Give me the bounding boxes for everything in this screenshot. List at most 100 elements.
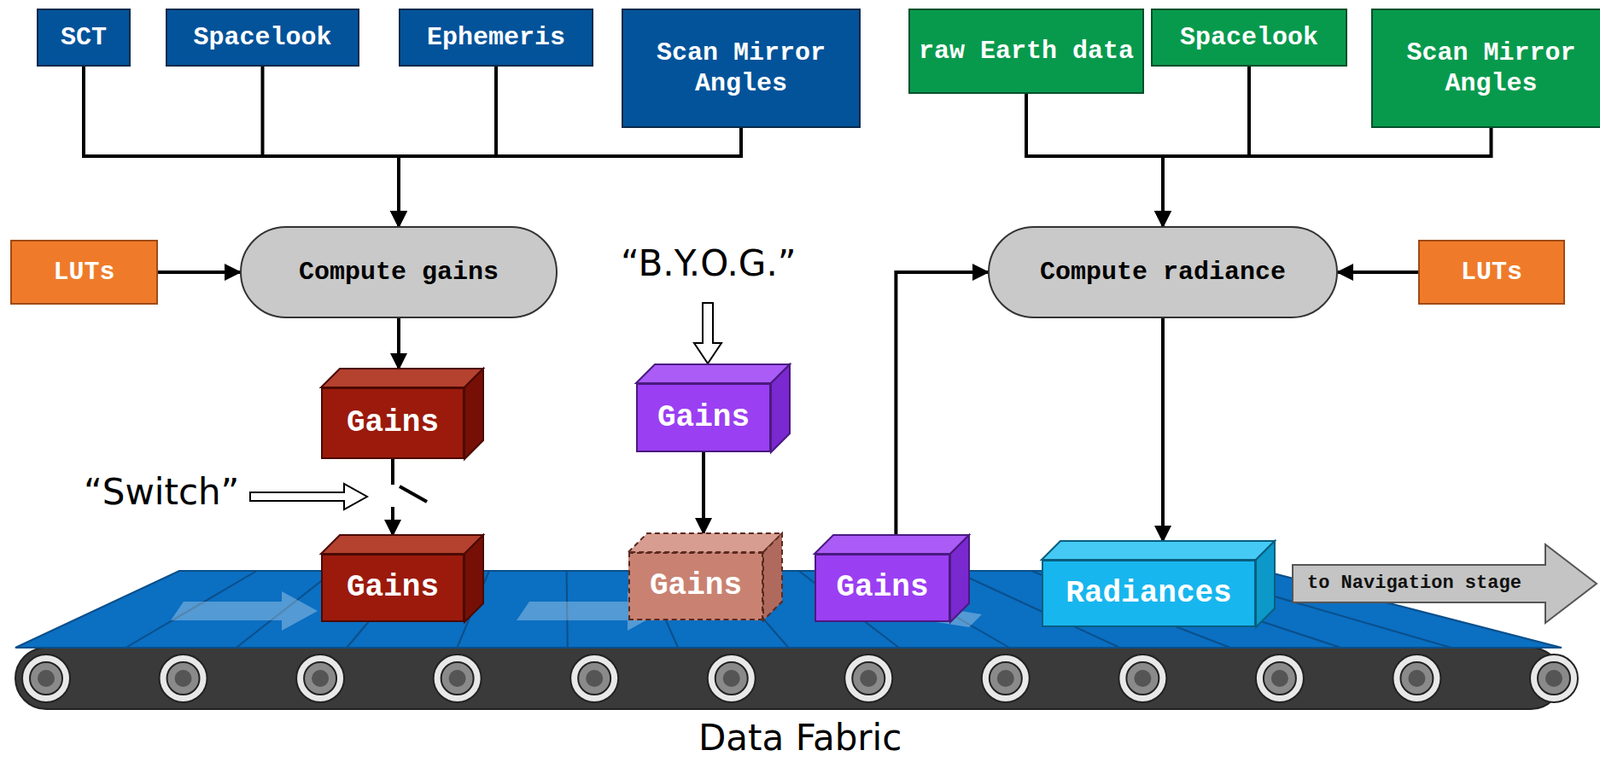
node-text: Spacelook xyxy=(192,22,332,53)
lut-box: LUTs xyxy=(10,239,158,305)
node-text: Radiances xyxy=(1065,575,1232,613)
roller-hub xyxy=(852,662,885,695)
roller-axle xyxy=(1133,670,1151,688)
roller xyxy=(1255,654,1304,703)
connector xyxy=(83,66,399,227)
node-text: Ephemeris xyxy=(426,22,566,53)
input-box: Scan Mirror Angles xyxy=(621,8,861,129)
cube-top xyxy=(628,533,783,553)
roller-axle xyxy=(175,670,193,688)
cube-side xyxy=(770,364,790,453)
belt-rollers xyxy=(22,654,1578,703)
node-text: Compute radiance xyxy=(1039,256,1286,288)
data-cube: Gains xyxy=(814,554,951,623)
connector xyxy=(398,66,497,227)
roller xyxy=(981,654,1030,703)
cube-side xyxy=(464,368,484,460)
roller-axle xyxy=(1407,670,1425,688)
belt-surface xyxy=(15,571,1562,649)
connector xyxy=(701,452,706,534)
roller-axle xyxy=(449,670,467,688)
node-text: raw Earth data xyxy=(918,35,1134,67)
node-text: Gains xyxy=(835,569,929,607)
input-box: Ephemeris xyxy=(398,8,594,67)
process-pill: Compute radiance xyxy=(987,226,1338,319)
node-text: to Navigation stage xyxy=(1307,572,1522,596)
roller xyxy=(1118,654,1167,703)
node-text: Spacelook xyxy=(1179,22,1319,53)
connector xyxy=(1162,66,1250,227)
node-text: LUTs xyxy=(1460,256,1523,288)
roller xyxy=(570,654,619,703)
roller-hub xyxy=(303,662,337,695)
connector xyxy=(398,128,742,227)
cube-top xyxy=(321,535,484,555)
roller-axle xyxy=(311,670,329,688)
motion-arrow xyxy=(170,591,318,631)
input-box: raw Earth data xyxy=(908,8,1145,94)
roller-hub xyxy=(29,662,63,695)
connector xyxy=(1162,128,1492,227)
connector xyxy=(1337,270,1419,275)
roller-hub xyxy=(1263,662,1297,695)
node-text: Compute gains xyxy=(298,256,499,288)
arrow-outline xyxy=(1292,544,1597,624)
roller-hub xyxy=(715,662,748,695)
roller xyxy=(1392,654,1441,703)
input-box: Spacelook xyxy=(1150,8,1348,67)
roller-hub xyxy=(1400,662,1433,695)
node-text: SCT xyxy=(60,22,107,53)
input-box: Scan Mirror Angles xyxy=(1371,8,1600,129)
node-text: Gains xyxy=(346,404,439,442)
cube-top xyxy=(636,364,790,384)
roller xyxy=(1529,654,1578,703)
roller-hub xyxy=(1537,662,1571,695)
roller-hub xyxy=(1126,662,1159,695)
roller xyxy=(296,654,345,703)
connector xyxy=(391,459,395,536)
node-text: Scan Mirror Angles xyxy=(1372,37,1600,100)
fabric-label: Data Fabric xyxy=(698,717,902,760)
roller-axle xyxy=(997,670,1015,688)
roller-hub xyxy=(578,662,611,695)
cube-top xyxy=(321,368,484,388)
roller xyxy=(22,654,71,703)
input-box: SCT xyxy=(36,8,131,67)
data-cube: Gains xyxy=(636,383,771,453)
node-text: Scan Mirror Angles xyxy=(623,37,859,100)
roller xyxy=(707,654,756,703)
lut-box: LUTs xyxy=(1418,239,1565,305)
roller-axle xyxy=(37,670,55,688)
roller-axle xyxy=(723,670,741,688)
belt-band xyxy=(15,648,1562,710)
input-box: Spacelook xyxy=(165,8,360,67)
roller-axle xyxy=(585,670,603,688)
cube-top xyxy=(1041,541,1275,561)
cube-side xyxy=(1255,541,1275,628)
roller-axle xyxy=(1545,670,1563,688)
hollow-arrow xyxy=(694,303,722,364)
connector xyxy=(262,66,400,227)
roller-axle xyxy=(859,670,877,688)
process-pill: Compute gains xyxy=(239,226,558,319)
connector xyxy=(1161,318,1165,542)
roller-hub xyxy=(989,662,1022,695)
connector xyxy=(157,270,240,275)
callout-label: “B.Y.O.G.” xyxy=(620,242,797,285)
roller xyxy=(159,654,208,703)
roller-axle xyxy=(1271,670,1289,688)
hollow-arrow xyxy=(250,484,368,510)
cube-side xyxy=(950,535,970,623)
data-cube: Gains xyxy=(321,387,465,460)
switch-blade xyxy=(399,486,427,503)
roller-hub xyxy=(167,662,200,695)
data-cube: Gains xyxy=(628,552,764,621)
connector xyxy=(895,272,988,536)
data-cube: Gains xyxy=(321,554,465,623)
node-text: LUTs xyxy=(52,256,115,288)
callout-label: “Switch” xyxy=(83,471,240,514)
output-arrow: to Navigation stage xyxy=(1291,543,1599,625)
roller xyxy=(433,654,482,703)
node-text: Gains xyxy=(346,569,439,607)
node-text: Gains xyxy=(657,399,750,437)
